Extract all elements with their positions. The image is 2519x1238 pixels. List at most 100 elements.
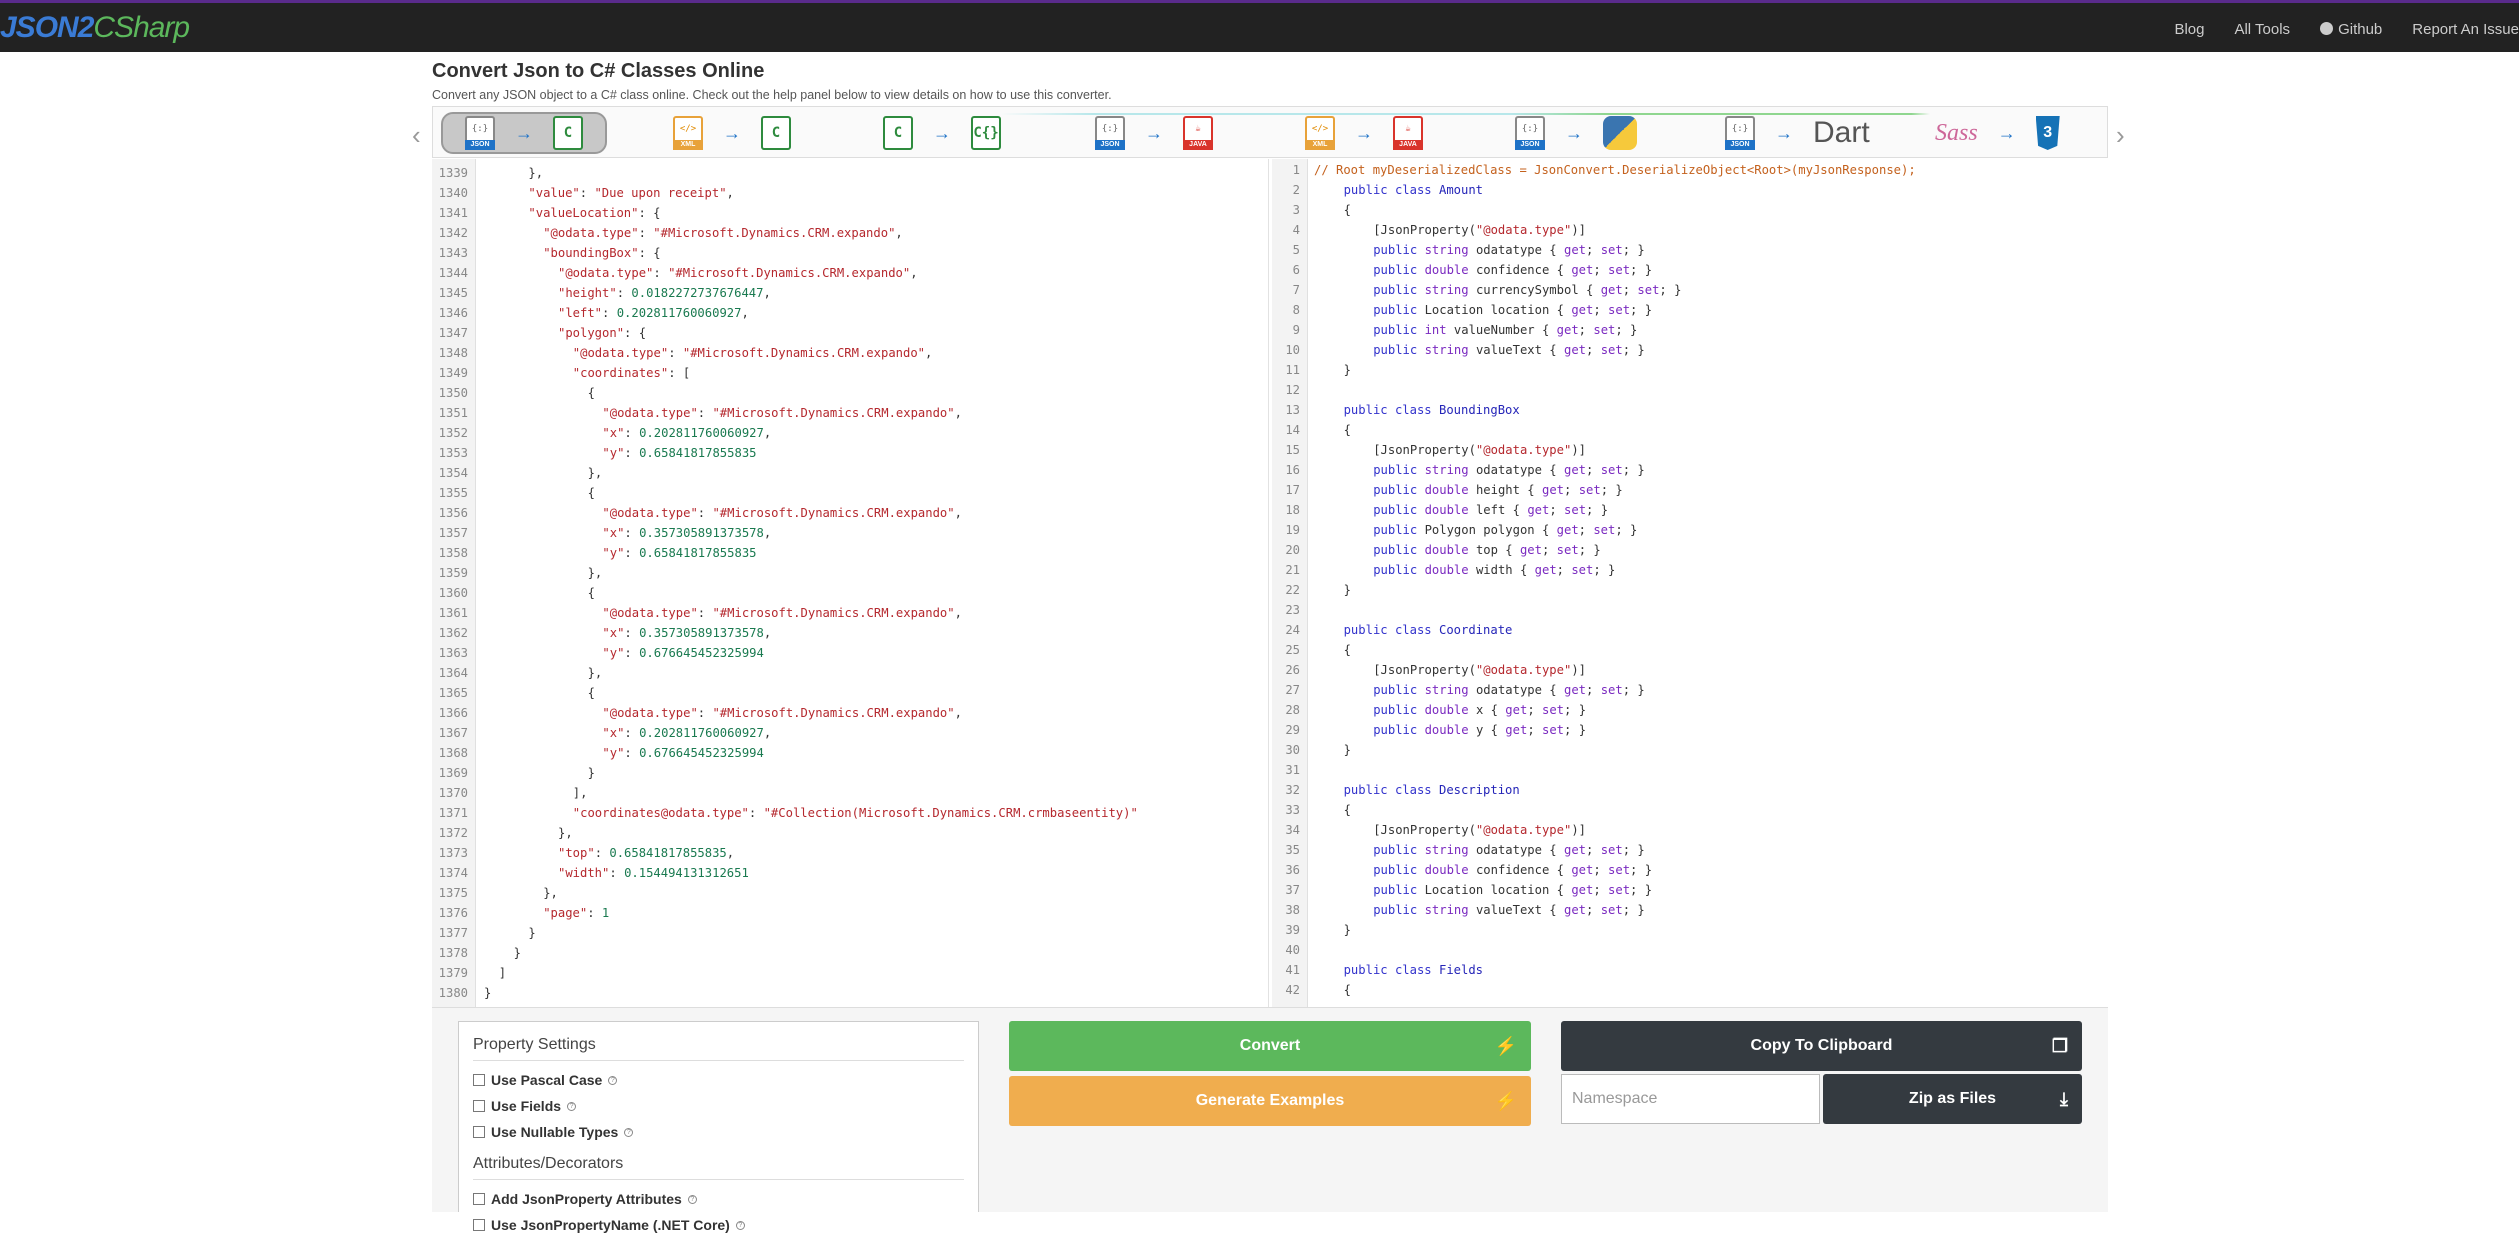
nav-link-all-tools[interactable]: All Tools: [2234, 21, 2291, 38]
line-number: 15: [1285, 443, 1300, 457]
add-jsonproperty-checkbox[interactable]: Add JsonProperty Attributes?: [473, 1186, 964, 1212]
help-icon[interactable]: ?: [608, 1075, 618, 1085]
checkbox-box[interactable]: [473, 1219, 485, 1231]
chevron-left-icon[interactable]: ‹: [412, 120, 421, 150]
code-line: 15[JsonProperty("@odata.type")]: [1272, 440, 2108, 460]
checkbox-box[interactable]: [473, 1126, 485, 1138]
converter-xml-to-csharp[interactable]: </>XML → C: [651, 112, 813, 154]
line-number: 42: [1285, 983, 1300, 997]
code-text: "valueLocation": {: [528, 206, 661, 220]
converter-csharp-to-json[interactable]: C → C{}: [861, 112, 1023, 154]
code-text: "@odata.type": "#Microsoft.Dynamics.CRM.…: [572, 346, 933, 360]
nav-link-github[interactable]: Github: [2320, 21, 2382, 38]
code-text: "left": 0.202811760060927,: [558, 306, 749, 320]
code-text: "x": 0.202811760060927,: [602, 726, 772, 740]
line-number: 24: [1285, 623, 1300, 637]
help-icon[interactable]: ?: [735, 1220, 745, 1230]
csharp-file-icon: C: [761, 116, 791, 150]
line-number: 1372: [438, 826, 468, 840]
code-line: 1344"@odata.type": "#Microsoft.Dynamics.…: [432, 263, 1268, 283]
converter-xml-to-java[interactable]: </>XML → ☕JAVA: [1283, 112, 1445, 154]
arrow-right-icon: →: [515, 122, 533, 143]
code-text: "width": 0.154494131312651: [558, 866, 749, 880]
nav-link-report-issue[interactable]: Report An Issue: [2412, 21, 2519, 38]
code-line: 1342"@odata.type": "#Microsoft.Dynamics.…: [432, 223, 1268, 243]
line-number: 1365: [438, 686, 468, 700]
code-text: "@odata.type": "#Microsoft.Dynamics.CRM.…: [543, 226, 903, 240]
code-text: public double y { get; set; }: [1373, 723, 1587, 737]
use-pascal-case-checkbox[interactable]: Use Pascal Case?: [473, 1067, 964, 1093]
converter-json-to-dart[interactable]: {:}JSON → Dart: [1703, 112, 1892, 154]
converter-sass-to-css[interactable]: Sass → 3: [1913, 112, 2082, 154]
code-text: "height": 0.0182272737676447,: [558, 286, 771, 300]
line-number: 1376: [438, 906, 468, 920]
code-line: 1362"x": 0.357305891373578,: [432, 623, 1268, 643]
css3-icon: 3: [2035, 116, 2060, 150]
line-number: 11: [1285, 363, 1300, 377]
help-icon[interactable]: ?: [567, 1101, 577, 1111]
line-number: 1370: [438, 786, 468, 800]
code-line: 1363"y": 0.676645452325994: [432, 643, 1268, 663]
checkbox-box[interactable]: [473, 1193, 485, 1205]
code-line: 39}: [1272, 920, 2108, 940]
line-number: 1360: [438, 586, 468, 600]
code-text: public double top { get; set; }: [1373, 543, 1601, 557]
converter-json-to-python[interactable]: {:}JSON →: [1493, 112, 1659, 154]
generate-examples-button[interactable]: Generate Examples⚡: [1009, 1076, 1531, 1126]
code-text: public double left { get; set; }: [1373, 503, 1609, 517]
line-number: 1345: [438, 286, 468, 300]
java-file-icon: ☕JAVA: [1183, 116, 1213, 150]
code-line: 1350{: [432, 383, 1268, 403]
code-line: 42{: [1272, 980, 2108, 1000]
code-text: {: [1343, 643, 1351, 657]
code-text: public Polygon polygon { get; set; }: [1373, 523, 1638, 537]
json-file-icon: {:}JSON: [1515, 116, 1545, 150]
use-fields-checkbox[interactable]: Use Fields?: [473, 1093, 964, 1119]
code-line: 1340"value": "Due upon receipt",: [432, 183, 1268, 203]
code-text: "value": "Due upon receipt",: [528, 186, 734, 200]
use-nullable-types-checkbox[interactable]: Use Nullable Types?: [473, 1119, 964, 1145]
java-file-icon: ☕JAVA: [1393, 116, 1423, 150]
line-number: 39: [1285, 923, 1300, 937]
convert-button[interactable]: Convert⚡: [1009, 1021, 1531, 1071]
converter-json-to-csharp[interactable]: {:}JSON → C: [441, 112, 607, 154]
line-number: 1359: [438, 566, 468, 580]
converter-json-to-java[interactable]: {:}JSON → ☕JAVA: [1073, 112, 1235, 154]
code-line: 33{: [1272, 800, 2108, 820]
help-icon[interactable]: ?: [687, 1194, 697, 1204]
json-input-editor[interactable]: 1339},1340"value": "Due upon receipt",13…: [432, 159, 1269, 1007]
namespace-input[interactable]: [1561, 1074, 1820, 1124]
line-number: 16: [1285, 463, 1300, 477]
line-number: 1375: [438, 886, 468, 900]
line-number: 41: [1285, 963, 1300, 977]
code-line: 1366"@odata.type": "#Microsoft.Dynamics.…: [432, 703, 1268, 723]
code-line: 1355{: [432, 483, 1268, 503]
nav-link-blog[interactable]: Blog: [2174, 21, 2205, 38]
code-line: 1341"valueLocation": {: [432, 203, 1268, 223]
help-icon[interactable]: ?: [624, 1127, 634, 1137]
checkbox-box[interactable]: [473, 1100, 485, 1112]
bolt-icon: ⚡: [1494, 1036, 1517, 1056]
dart-icon: Dart: [1813, 116, 1870, 149]
csharp-output-editor[interactable]: 1// Root myDeserializedClass = JsonConve…: [1272, 159, 2108, 1007]
code-text: // Root myDeserializedClass = JsonConver…: [1314, 163, 1916, 177]
line-number: 23: [1285, 603, 1300, 617]
code-text: "x": 0.357305891373578,: [602, 626, 772, 640]
brand-logo[interactable]: JSON2CSharp: [0, 11, 190, 45]
code-text: "y": 0.65841817855835: [602, 446, 757, 460]
json-file-icon: {:}JSON: [1725, 116, 1755, 150]
chevron-right-icon[interactable]: ›: [2116, 120, 2125, 150]
zip-as-files-button[interactable]: Zip as Files⤓: [1823, 1074, 2082, 1124]
line-number: 20: [1285, 543, 1300, 557]
use-jsonpropertyname-checkbox[interactable]: Use JsonPropertyName (.NET Core)?: [473, 1212, 964, 1238]
line-number: 22: [1285, 583, 1300, 597]
code-line: 1// Root myDeserializedClass = JsonConve…: [1272, 160, 2108, 180]
checkbox-box[interactable]: [473, 1074, 485, 1086]
code-line: 1369}: [432, 763, 1268, 783]
brand-part-json: JSON2: [0, 11, 94, 44]
copy-to-clipboard-button[interactable]: Copy To Clipboard❐: [1561, 1021, 2082, 1071]
